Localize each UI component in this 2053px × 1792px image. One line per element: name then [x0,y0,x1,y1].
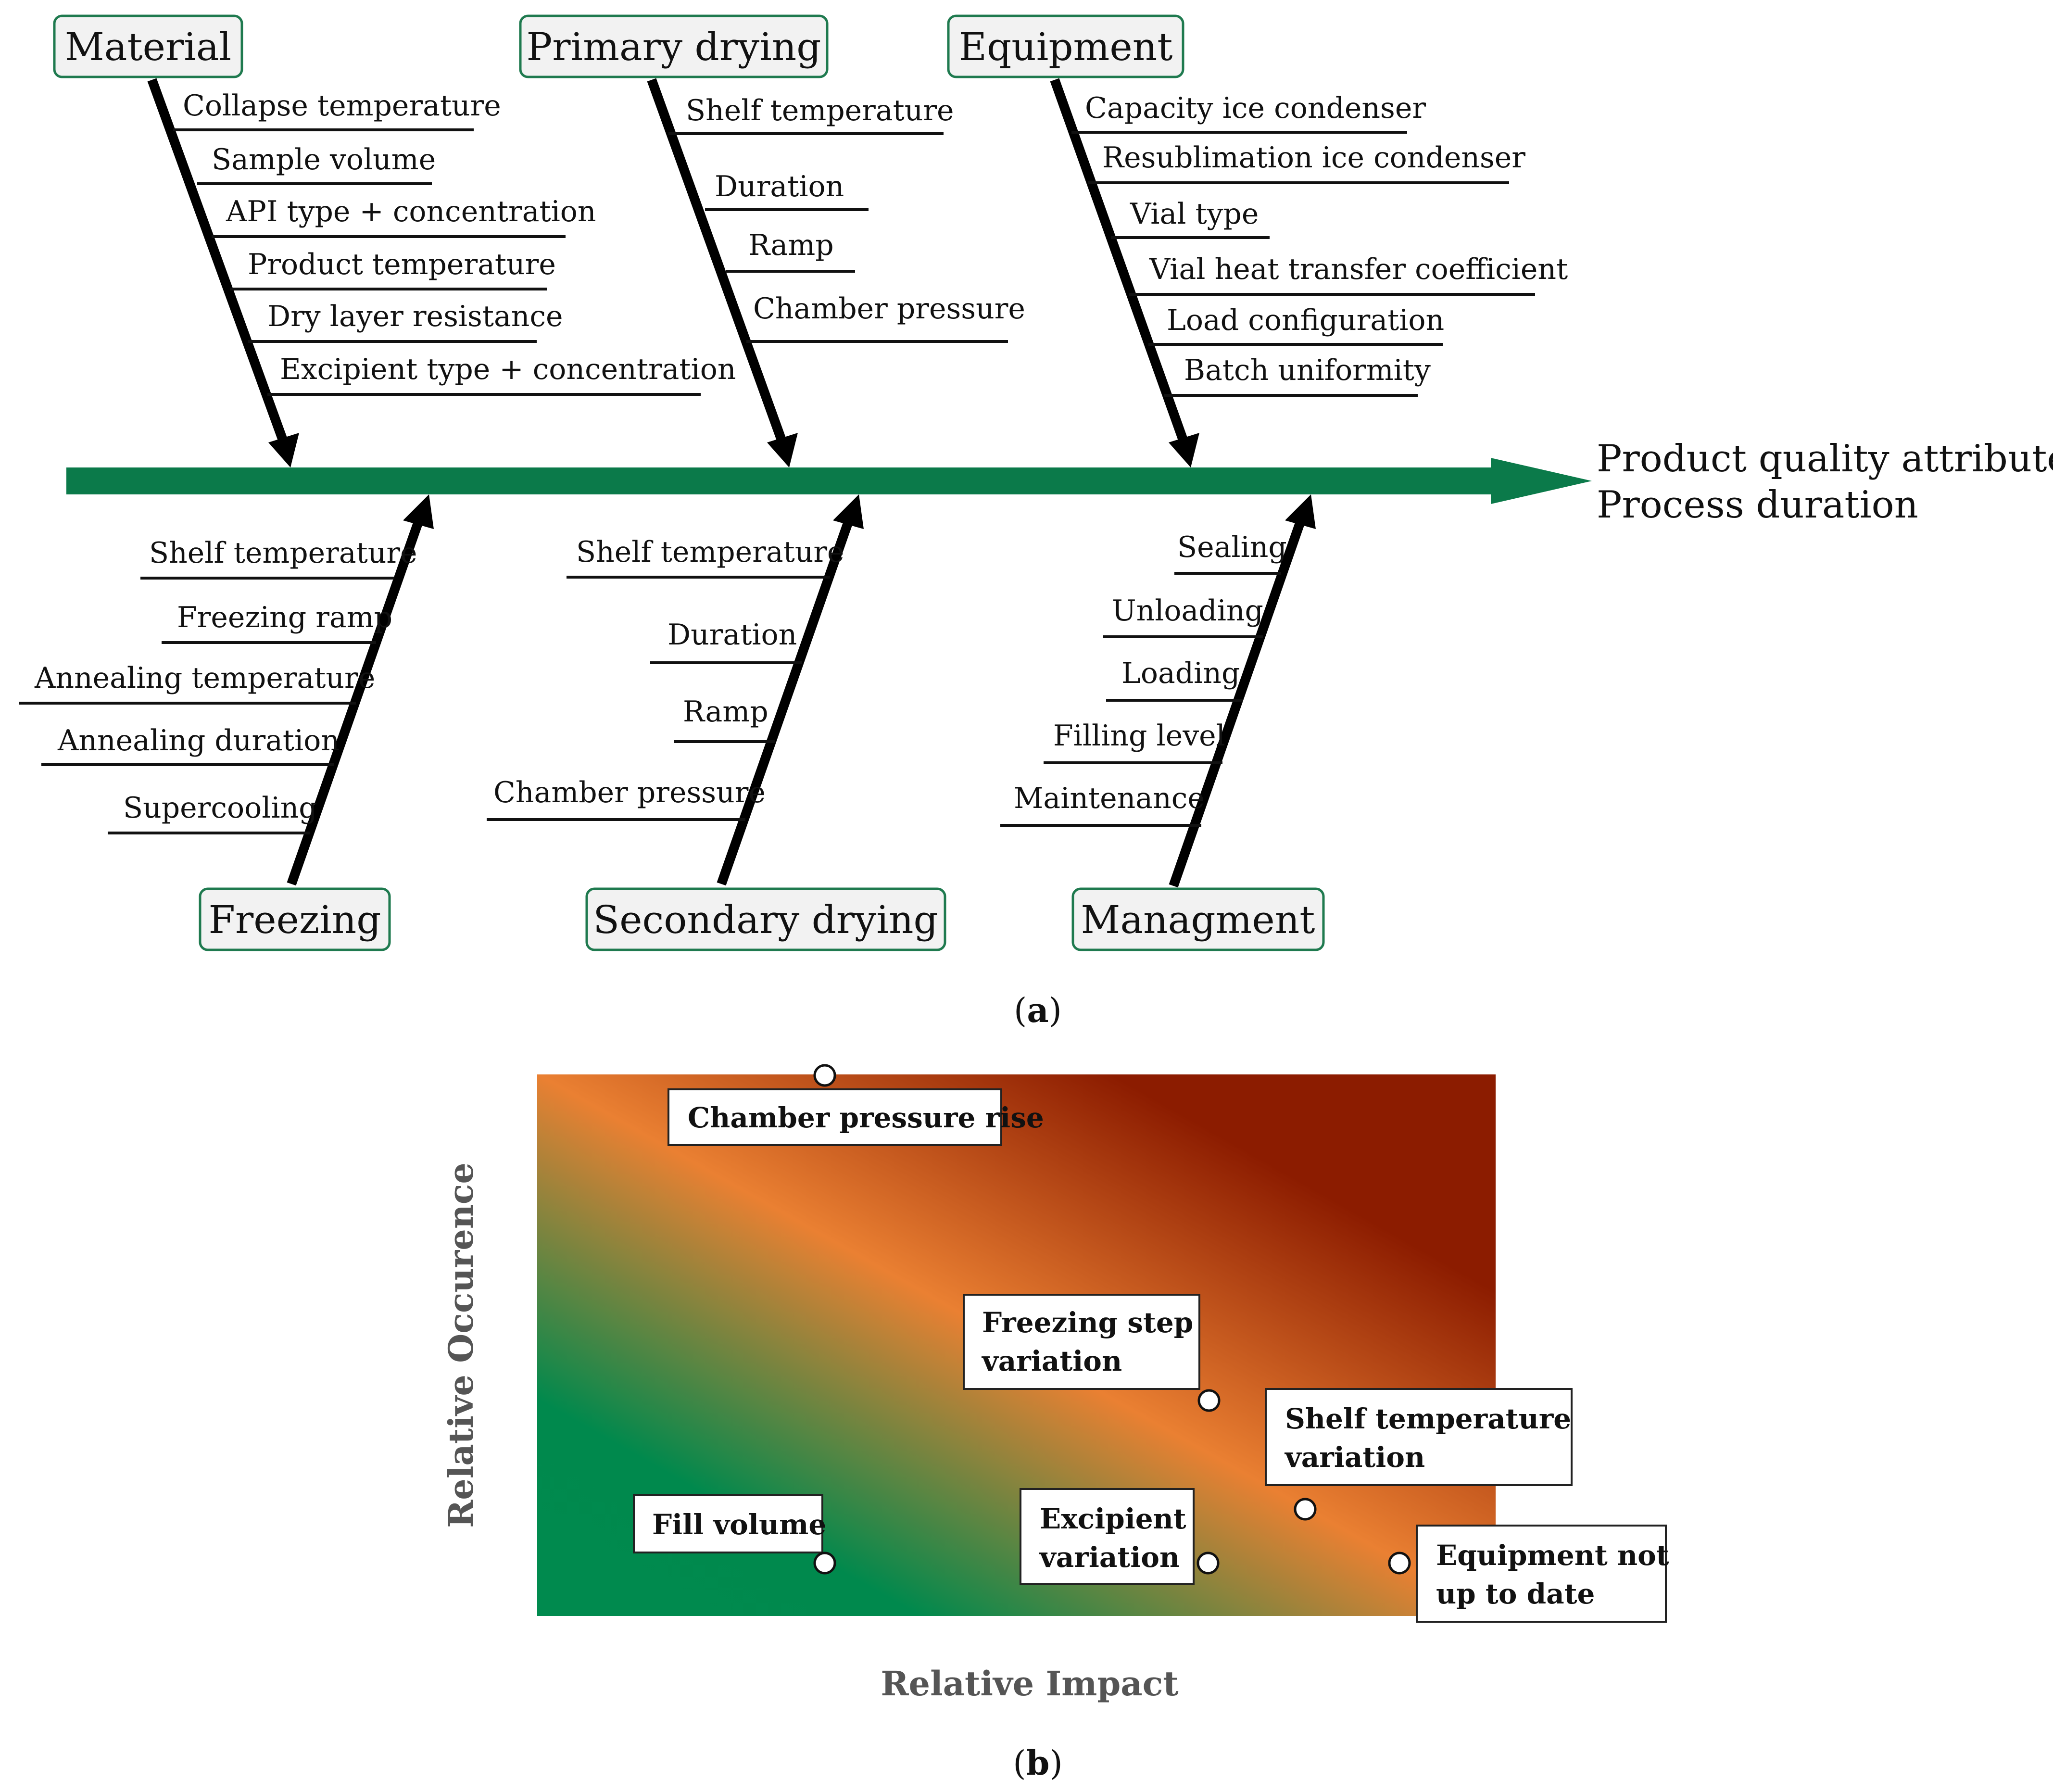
category-freezing: Freezing Shelf temperature Freezing ramp… [19,494,434,951]
cause-loading: Loading [1121,656,1240,690]
risk-item-label-line-2: variation [981,1345,1122,1377]
category-label: Freezing [209,897,381,942]
fishbone-diagram: Product quality attributes Process durat… [19,14,2053,951]
cause-excipient-type: Excipient type + concentration [280,353,736,386]
cause-batch-uniformity: Batch uniformity [1184,353,1431,387]
cause-freezing-ramp: Freezing ramp [177,601,392,634]
cause-load-configuration: Load configuration [1167,303,1444,337]
cause-shelf-temperature: Shelf temperature [149,536,417,570]
panel-a-label: (a) [1014,990,1062,1030]
category-label: Primary drying [526,25,821,69]
cause-supercooling: Supercooling [123,791,317,825]
category-primary-drying: Primary drying Shelf temperature Duratio… [519,14,1025,467]
category-secondary-drying: Secondary drying Shelf temperature Durat… [487,494,946,951]
spine-arrow [66,458,1592,504]
x-axis-label: Relative Impact [881,1664,1178,1704]
cause-annealing-duration: Annealing duration [57,724,340,757]
category-label: Managment [1081,897,1315,942]
risk-item-fill-volume: Fill volume [633,1494,836,1575]
cause-shelf-temperature: Shelf temperature [576,535,844,569]
cause-chamber-pressure: Chamber pressure [493,776,766,809]
cause-vial-type: Vial type [1130,197,1259,231]
cause-sealing: Sealing [1177,530,1287,564]
risk-item-excipient-variation: Excipient variation [1020,1488,1220,1585]
risk-item-label-line-1: Freezing step [982,1306,1193,1339]
panel-b-label: (b) [1013,1743,1063,1783]
cause-maintenance: Maintenance [1014,782,1205,815]
category-equipment: Equipment Capacity ice condenser Resubli… [947,14,1568,467]
cause-duration: Duration [715,170,844,203]
effect-line-2: Process duration [1597,483,1918,527]
cause-shelf-temperature: Shelf temperature [686,94,954,127]
cause-vial-heat-transfer-coefficient: Vial heat transfer coefficient [1149,252,1568,286]
cause-ramp: Ramp [748,228,834,262]
risk-item-shelf-temperature-variation: Shelf temperature variation [1265,1388,1573,1521]
cause-unloading: Unloading [1112,594,1263,628]
risk-point [1388,1552,1411,1575]
cause-sample-volume: Sample volume [212,143,436,177]
risk-matrix: Relative Occurence Relative Impact Chamb… [441,1064,1669,1704]
category-label: Material [65,25,231,69]
cause-chamber-pressure: Chamber pressure [753,292,1025,326]
cause-dry-layer-resistance: Dry layer resistance [267,300,563,333]
cause-annealing-temperature: Annealing temperature [34,661,375,695]
risk-item-label-line-1: Shelf temperature [1285,1402,1571,1435]
category-managment: Managment Sealing Unloading Loading Fill… [1000,494,1325,951]
risk-item-chamber-pressure-rise: Chamber pressure rise [668,1064,1044,1146]
risk-item-label-line-2: variation [1284,1441,1425,1474]
cause-duration: Duration [668,618,797,652]
category-material: Material Collapse temperature Sample vol… [53,14,736,467]
risk-point [1197,1389,1221,1412]
risk-point [813,1064,836,1087]
risk-item-label: Fill volume [652,1508,826,1541]
risk-point [813,1552,836,1575]
cause-capacity-ice-condenser: Capacity ice condenser [1085,91,1426,125]
risk-point [1197,1552,1220,1575]
risk-item-label-line-2: variation [1039,1541,1180,1574]
cause-ramp: Ramp [683,695,768,729]
risk-item-equipment-not-up-to-date: Equipment not up to date [1388,1525,1669,1623]
cause-resublimation-ice-condenser: Resublimation ice condenser [1102,141,1525,175]
cause-product-temperature: Product temperature [248,248,556,281]
cause-filling-level: Filling level [1053,719,1225,753]
cause-api-type: API type + concentration [226,195,596,228]
risk-item-label: Chamber pressure rise [688,1101,1044,1134]
category-label: Equipment [959,25,1173,69]
risk-item-label-line-1: Excipient [1040,1502,1186,1535]
risk-item-label-line-1: Equipment not [1436,1539,1669,1572]
y-axis-label: Relative Occurence [441,1162,481,1528]
category-label: Secondary drying [593,897,938,942]
risk-item-label-line-2: up to date [1436,1577,1595,1610]
cause-collapse-temperature: Collapse temperature [183,89,501,123]
risk-item-freezing-step-variation: Freezing step variation [963,1294,1221,1412]
effect-line-1: Product quality attributes [1597,437,2053,480]
risk-point [1294,1498,1317,1521]
